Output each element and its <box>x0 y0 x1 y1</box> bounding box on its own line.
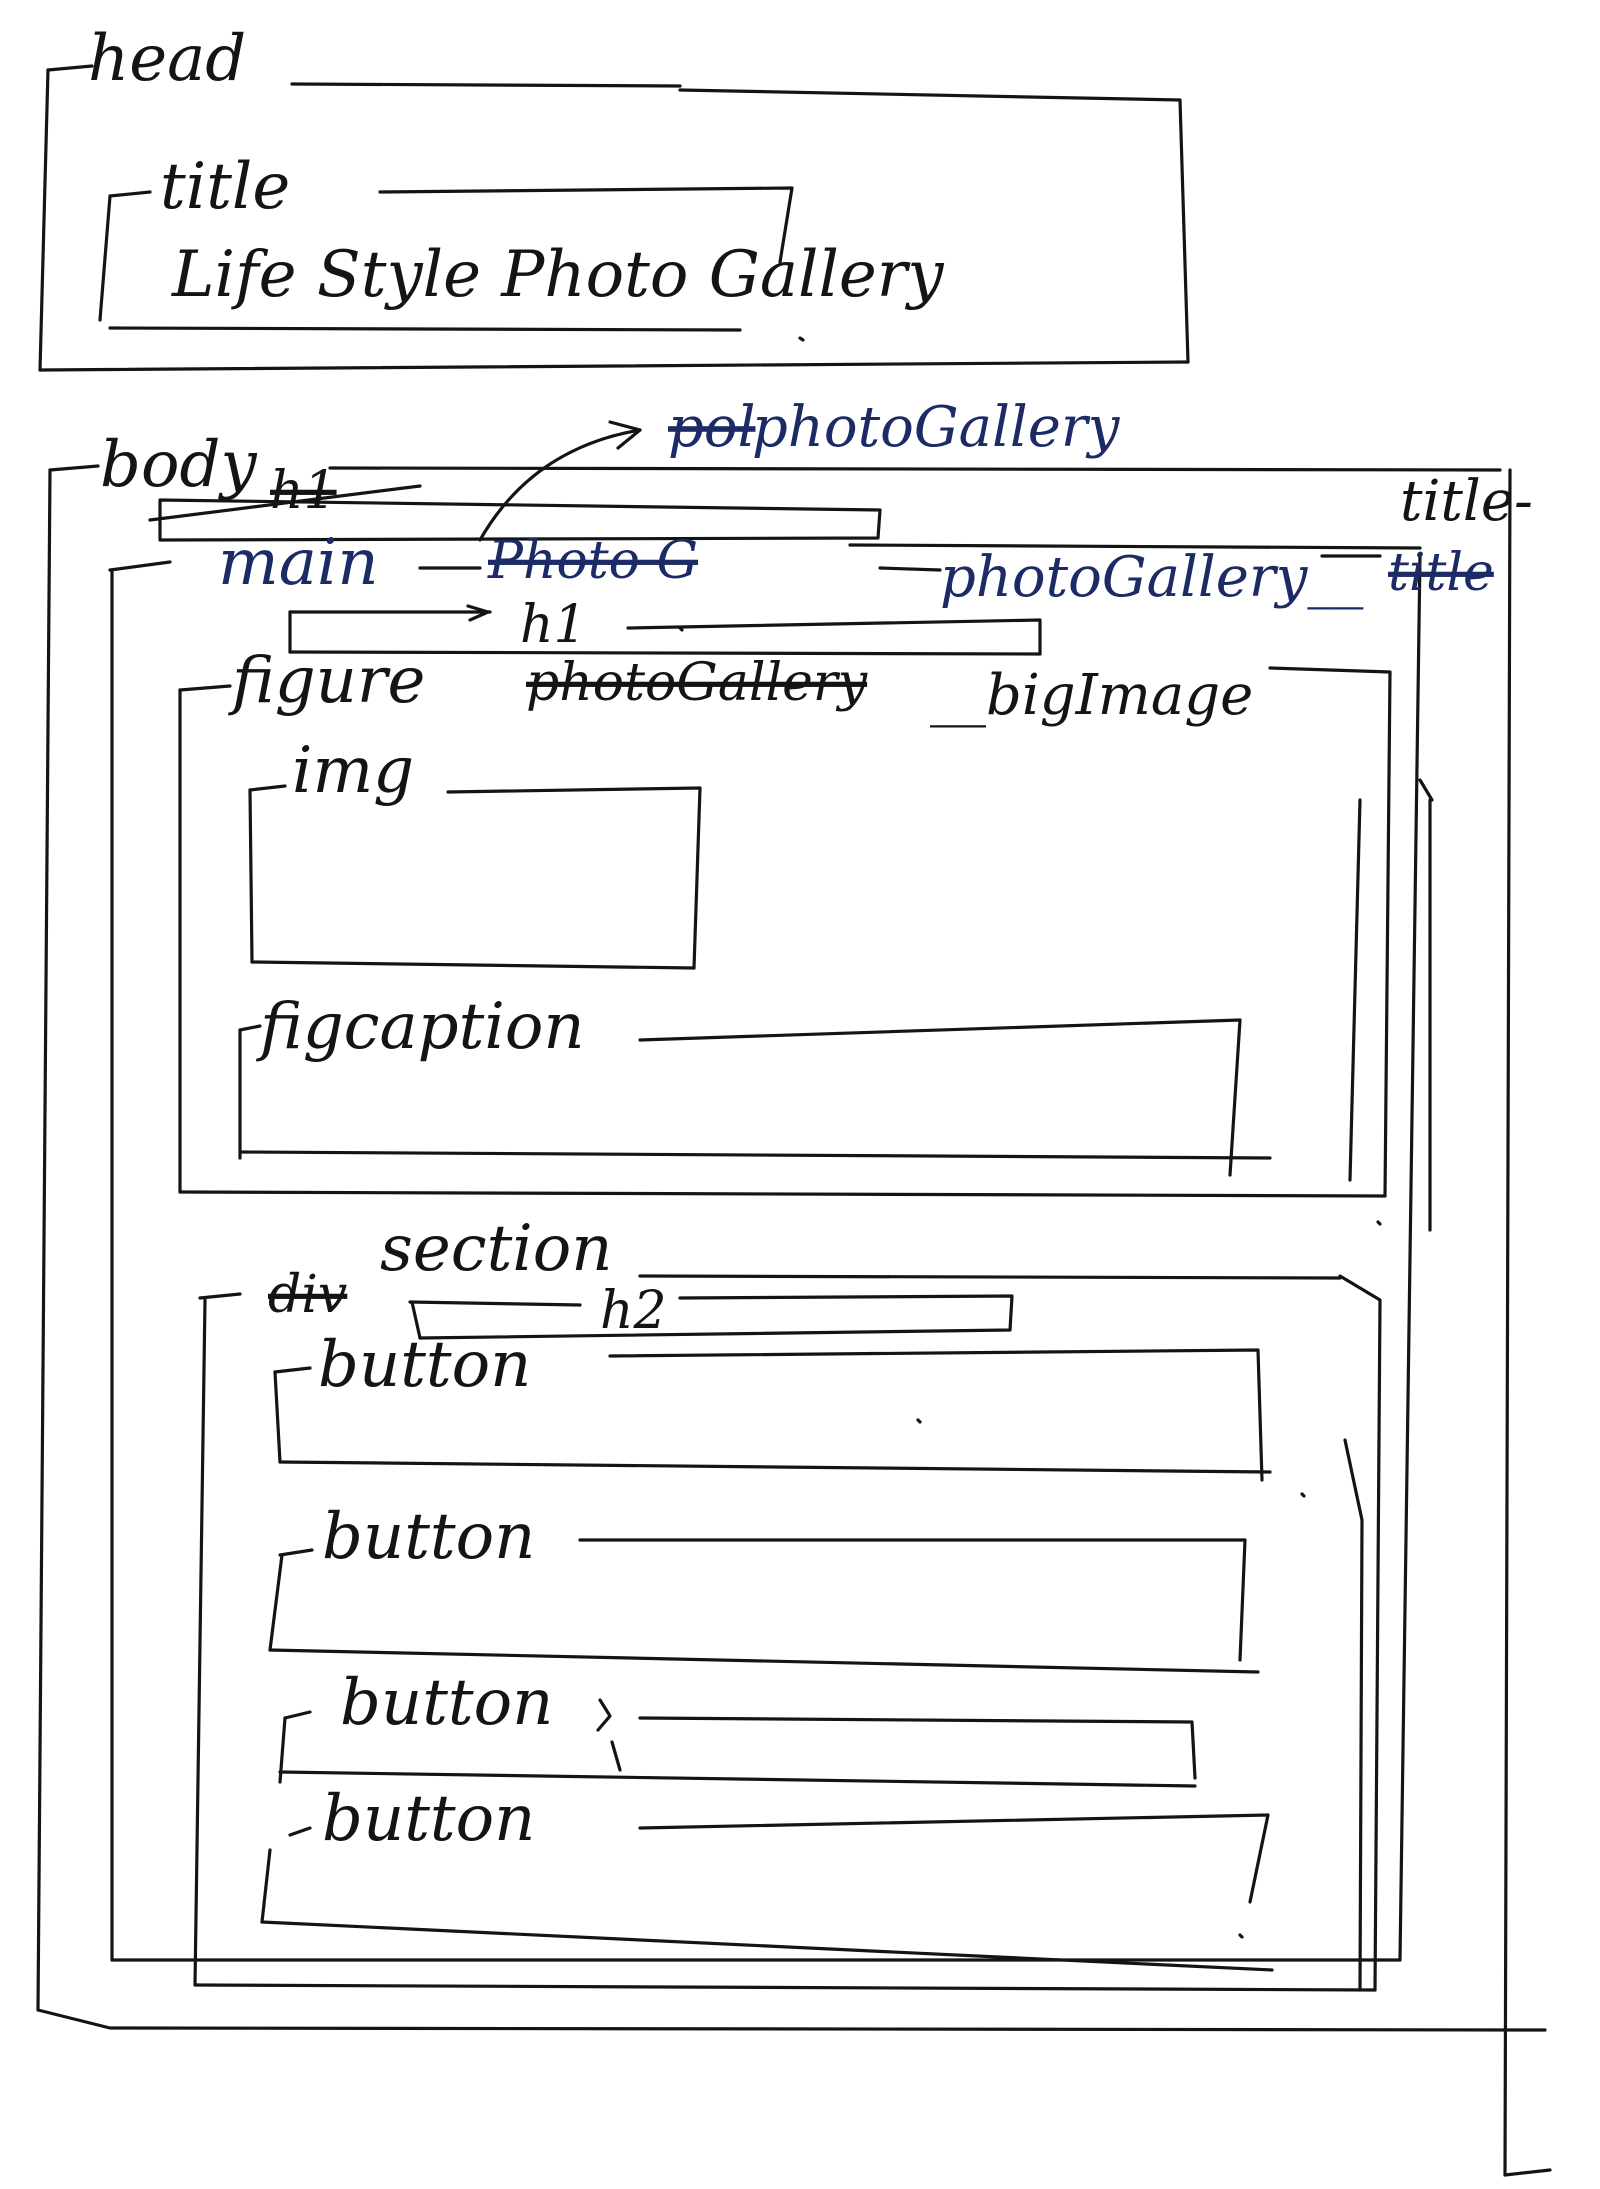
main-class-label: photoGallery__ <box>940 545 1363 610</box>
button-box-3 <box>278 1698 1197 1788</box>
figcaption-label: figcaption <box>256 990 585 1064</box>
figure-box <box>178 666 1392 1198</box>
body-struck-h1: h1 <box>270 461 337 521</box>
button-box-1 <box>273 1348 1272 1482</box>
main-label: main <box>218 526 379 600</box>
h2-box <box>408 1294 1014 1340</box>
button-box-4 <box>260 1813 1274 1972</box>
body-label: body <box>100 428 257 502</box>
section-box <box>193 1274 1382 1992</box>
section-struck-div: div <box>268 1265 347 1325</box>
ink-dots <box>678 336 1382 1939</box>
h1-label: h1 <box>520 595 587 655</box>
title-box <box>98 186 794 332</box>
main-class-struck: title <box>1388 543 1494 603</box>
title-label: title <box>160 150 290 224</box>
figcaption-box <box>238 1018 1272 1177</box>
figure-class-label: __bigImage <box>930 663 1253 728</box>
main-struck: Photo G <box>487 531 698 591</box>
body-box <box>36 420 1552 2177</box>
button-label-3: button <box>340 1666 553 1740</box>
img-label: img <box>292 734 414 808</box>
button-box-2 <box>268 1538 1260 1674</box>
h2-label: h2 <box>600 1281 667 1341</box>
photogallery-top-label: photoGallery <box>752 395 1121 460</box>
button-label-1: button <box>318 1328 531 1402</box>
img-box <box>248 784 702 970</box>
button-label-2: button <box>322 1500 535 1574</box>
button-label-4: button <box>322 1782 535 1856</box>
main-box <box>108 553 1434 1962</box>
head-label: head <box>88 22 246 96</box>
title-text: Life Style Photo Gallery <box>171 238 944 312</box>
head-box <box>38 64 1190 372</box>
photogallery-top-struck: pol <box>668 395 755 460</box>
h1-box <box>288 604 1042 656</box>
title-right-label: title- <box>1400 469 1533 534</box>
figure-label: figure <box>228 644 425 718</box>
section-label: section <box>380 1212 613 1286</box>
figure-struck: photoGallery <box>526 653 868 713</box>
